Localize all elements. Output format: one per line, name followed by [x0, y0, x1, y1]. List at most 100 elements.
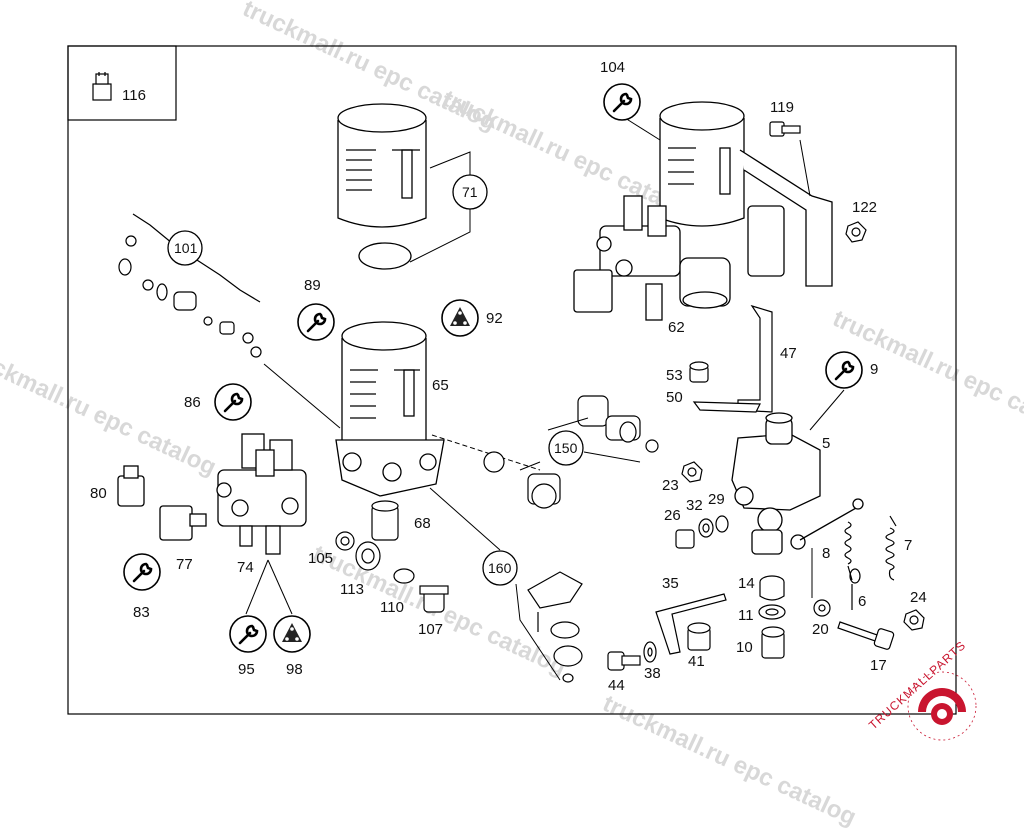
- label-14: 14: [738, 575, 755, 592]
- part-119-bolt: [769, 121, 801, 137]
- wrench-icon: [213, 382, 253, 422]
- part-47-bracket: [692, 304, 773, 413]
- label-9: 9: [870, 361, 879, 378]
- label-98: 98: [286, 661, 303, 678]
- wrench-icon: [824, 350, 864, 390]
- part-65-air-dryer: [335, 321, 445, 497]
- leader-65-160: [429, 487, 501, 551]
- part-41-nut: [687, 622, 711, 651]
- label-68: 68: [414, 515, 431, 532]
- label-92: 92: [486, 310, 503, 327]
- label-119: 119: [770, 99, 794, 116]
- part-160-kit: [527, 571, 583, 683]
- part-38-washer: [643, 641, 657, 663]
- label-20: 20: [812, 621, 829, 638]
- part-105-washer: [335, 531, 355, 551]
- label-95: 95: [238, 661, 255, 678]
- label-38: 38: [644, 665, 661, 682]
- label-83: 83: [133, 604, 150, 621]
- part-5-relay-valve: [731, 412, 864, 555]
- diagram-frame: [67, 45, 957, 715]
- callout-circle-101: [167, 230, 203, 266]
- callout-circle-150: [548, 430, 584, 466]
- label-74: 74: [237, 559, 254, 576]
- part-10-nut: [761, 626, 785, 659]
- label-7: 7: [904, 537, 913, 554]
- label-80: 80: [90, 485, 107, 502]
- label-50: 50: [666, 389, 683, 406]
- label-65: 65: [432, 377, 449, 394]
- label-47: 47: [780, 345, 797, 362]
- label-17: 17: [870, 657, 887, 674]
- label-71: 71: [462, 184, 478, 200]
- label-101: 101: [174, 240, 198, 256]
- label-89: 89: [304, 277, 321, 294]
- label-107: 107: [418, 621, 444, 638]
- label-105: 105: [308, 550, 334, 567]
- label-29: 29: [708, 491, 725, 508]
- part-107-plug: [419, 585, 449, 613]
- part-80-solenoid: [117, 465, 145, 507]
- part-7-spring: [885, 515, 897, 581]
- part-113-fitting: [355, 541, 381, 571]
- part-116-sensor: [92, 72, 112, 101]
- label-113: 113: [340, 581, 364, 598]
- leader-95: [245, 559, 269, 615]
- label-122: 122: [852, 199, 878, 216]
- inset-box: [67, 45, 177, 121]
- callout-150-lines: [519, 417, 641, 471]
- leader-104: [624, 117, 661, 141]
- part-122-nut: [845, 221, 867, 243]
- part-62-dryer-assembly: [573, 101, 833, 321]
- wrench-icon: [228, 614, 268, 654]
- leader-119: [799, 139, 811, 197]
- leader-65-150: [431, 434, 541, 471]
- label-35: 35: [662, 575, 679, 592]
- part-110-clip: [393, 568, 415, 584]
- label-116: 116: [122, 87, 146, 104]
- callout-160-lines: [515, 583, 561, 681]
- part-17-bolt: [837, 621, 895, 650]
- label-23: 23: [662, 477, 679, 494]
- part-150-valves: [483, 395, 659, 509]
- label-53: 53: [666, 367, 683, 384]
- part-35-bracket: [655, 593, 727, 655]
- label-26: 26: [664, 507, 681, 524]
- triangle-plate-icon: [273, 615, 311, 653]
- callout-circle-71: [452, 174, 488, 210]
- part-24-nut: [903, 609, 925, 631]
- callout-circle-160: [482, 550, 518, 586]
- part-44-bolt: [607, 651, 641, 671]
- label-10: 10: [736, 639, 753, 656]
- part-23-nut: [681, 461, 703, 483]
- part-71-seal-ring: [358, 242, 412, 270]
- part-20-washer: [813, 599, 831, 617]
- part-74-valve-block: [216, 433, 307, 555]
- leader-9: [809, 389, 845, 431]
- label-77: 77: [176, 556, 193, 573]
- label-62: 62: [668, 319, 685, 336]
- part-68-silencer: [371, 500, 399, 541]
- part-32-washer: [698, 518, 714, 538]
- wrench-icon: [602, 82, 642, 122]
- label-32: 32: [686, 497, 703, 514]
- triangle-plate-icon: [441, 299, 479, 337]
- label-6: 6: [858, 593, 867, 610]
- label-160: 160: [488, 560, 512, 576]
- wrench-icon: [122, 552, 162, 592]
- part-53-nut: [689, 361, 709, 383]
- part-71-cartridge: [337, 103, 427, 228]
- part-14-ring: [759, 575, 785, 601]
- label-41: 41: [688, 653, 705, 670]
- label-8: 8: [822, 545, 831, 562]
- leader-98: [267, 559, 293, 615]
- label-5: 5: [822, 435, 831, 452]
- label-24: 24: [910, 589, 927, 606]
- label-150: 150: [554, 440, 578, 456]
- part-8-spring: [844, 521, 861, 584]
- label-44: 44: [608, 677, 625, 694]
- part-29-washer: [715, 515, 729, 533]
- part-26-fitting: [675, 529, 695, 549]
- label-11: 11: [738, 607, 754, 624]
- part-77-solenoid: [159, 505, 207, 541]
